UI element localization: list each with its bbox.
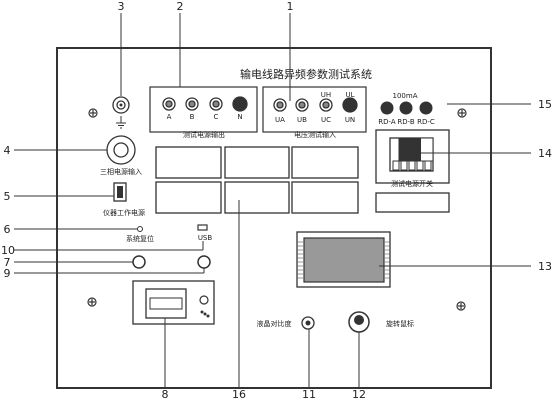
lcd-screen (296, 231, 391, 288)
current-output-group (149, 86, 258, 133)
instrument-power-switch[interactable] (113, 182, 127, 202)
callout-12: 12 (352, 388, 366, 400)
callout-11: 11 (302, 388, 316, 400)
fuse-rating-label: 100mA (393, 92, 418, 100)
instrument-power-label: 仪器工作电源 (103, 208, 145, 217)
system-reset-button[interactable] (137, 226, 143, 232)
fuse-label-b: RD-B (397, 118, 415, 126)
usb-port[interactable] (197, 224, 208, 231)
voltage-input-jacks[interactable] (273, 97, 358, 113)
fuse-label-a: RD-A (378, 118, 396, 126)
callout-14: 14 (538, 147, 552, 160)
jack-label-c: C (214, 113, 219, 121)
callout-3: 3 (118, 0, 125, 13)
current-output-label: 测试电源输出 (183, 130, 225, 139)
callout-15: 15 (538, 98, 552, 111)
usb-label: USB (198, 234, 213, 242)
indicator-light-left (132, 255, 146, 269)
callout-4: 4 (4, 144, 11, 157)
current-output-jacks[interactable] (162, 96, 248, 112)
fuse-holders[interactable] (380, 101, 433, 115)
voltage-input-group (262, 86, 367, 133)
printer-feed-button[interactable] (199, 295, 209, 305)
callout-leaders (14, 13, 531, 388)
lcd-contrast-label: 液晶对比度 (257, 319, 292, 328)
jack-label-uc: UC (321, 116, 331, 124)
callout-2: 2 (177, 0, 184, 13)
jack-label-ul: UL (345, 91, 354, 99)
test-power-switch[interactable] (375, 129, 450, 184)
test-power-switch-label: 测试电源开关 (391, 179, 433, 188)
callout-10: 10 (1, 244, 15, 257)
jack-label-uh: UH (321, 91, 331, 99)
callout-8: 8 (162, 388, 169, 400)
callout-5: 5 (4, 190, 11, 203)
callout-7: 7 (4, 256, 11, 269)
panel-title: 输电线路异频参数测试系统 (240, 67, 372, 81)
blank-plate (375, 192, 450, 213)
jack-label-ua: UA (275, 116, 285, 124)
callout-13: 13 (538, 260, 552, 273)
lcd-vent-lines (297, 241, 390, 279)
three-phase-input-socket[interactable] (106, 135, 136, 165)
blank-window-grid (155, 146, 359, 214)
voltage-input-label: 电压测试输入 (294, 130, 336, 139)
corner-screw-icons (87, 108, 467, 311)
jack-label-b: B (190, 113, 195, 121)
three-phase-input-label: 三相电源输入 (100, 167, 142, 176)
callout-16: 16 (232, 388, 246, 400)
callout-6: 6 (4, 223, 11, 236)
rotary-mouse-knob[interactable] (348, 311, 370, 333)
callout-1: 1 (287, 0, 294, 13)
jack-label-n: N (237, 113, 242, 121)
rotary-mouse-label: 旋转鼠标 (386, 319, 414, 328)
printer-status-icon (200, 310, 210, 318)
jack-label-ub: UB (297, 116, 307, 124)
jack-label-a: A (167, 113, 172, 121)
ground-terminal[interactable] (112, 96, 130, 114)
ground-icon (116, 116, 126, 129)
jack-label-un: UN (345, 116, 355, 124)
system-reset-label: 系统复位 (126, 234, 154, 243)
fuse-label-c: RD-C (417, 118, 435, 126)
callout-9: 9 (4, 267, 11, 280)
indicator-light-right (197, 255, 211, 269)
lcd-contrast-knob[interactable] (301, 316, 315, 330)
